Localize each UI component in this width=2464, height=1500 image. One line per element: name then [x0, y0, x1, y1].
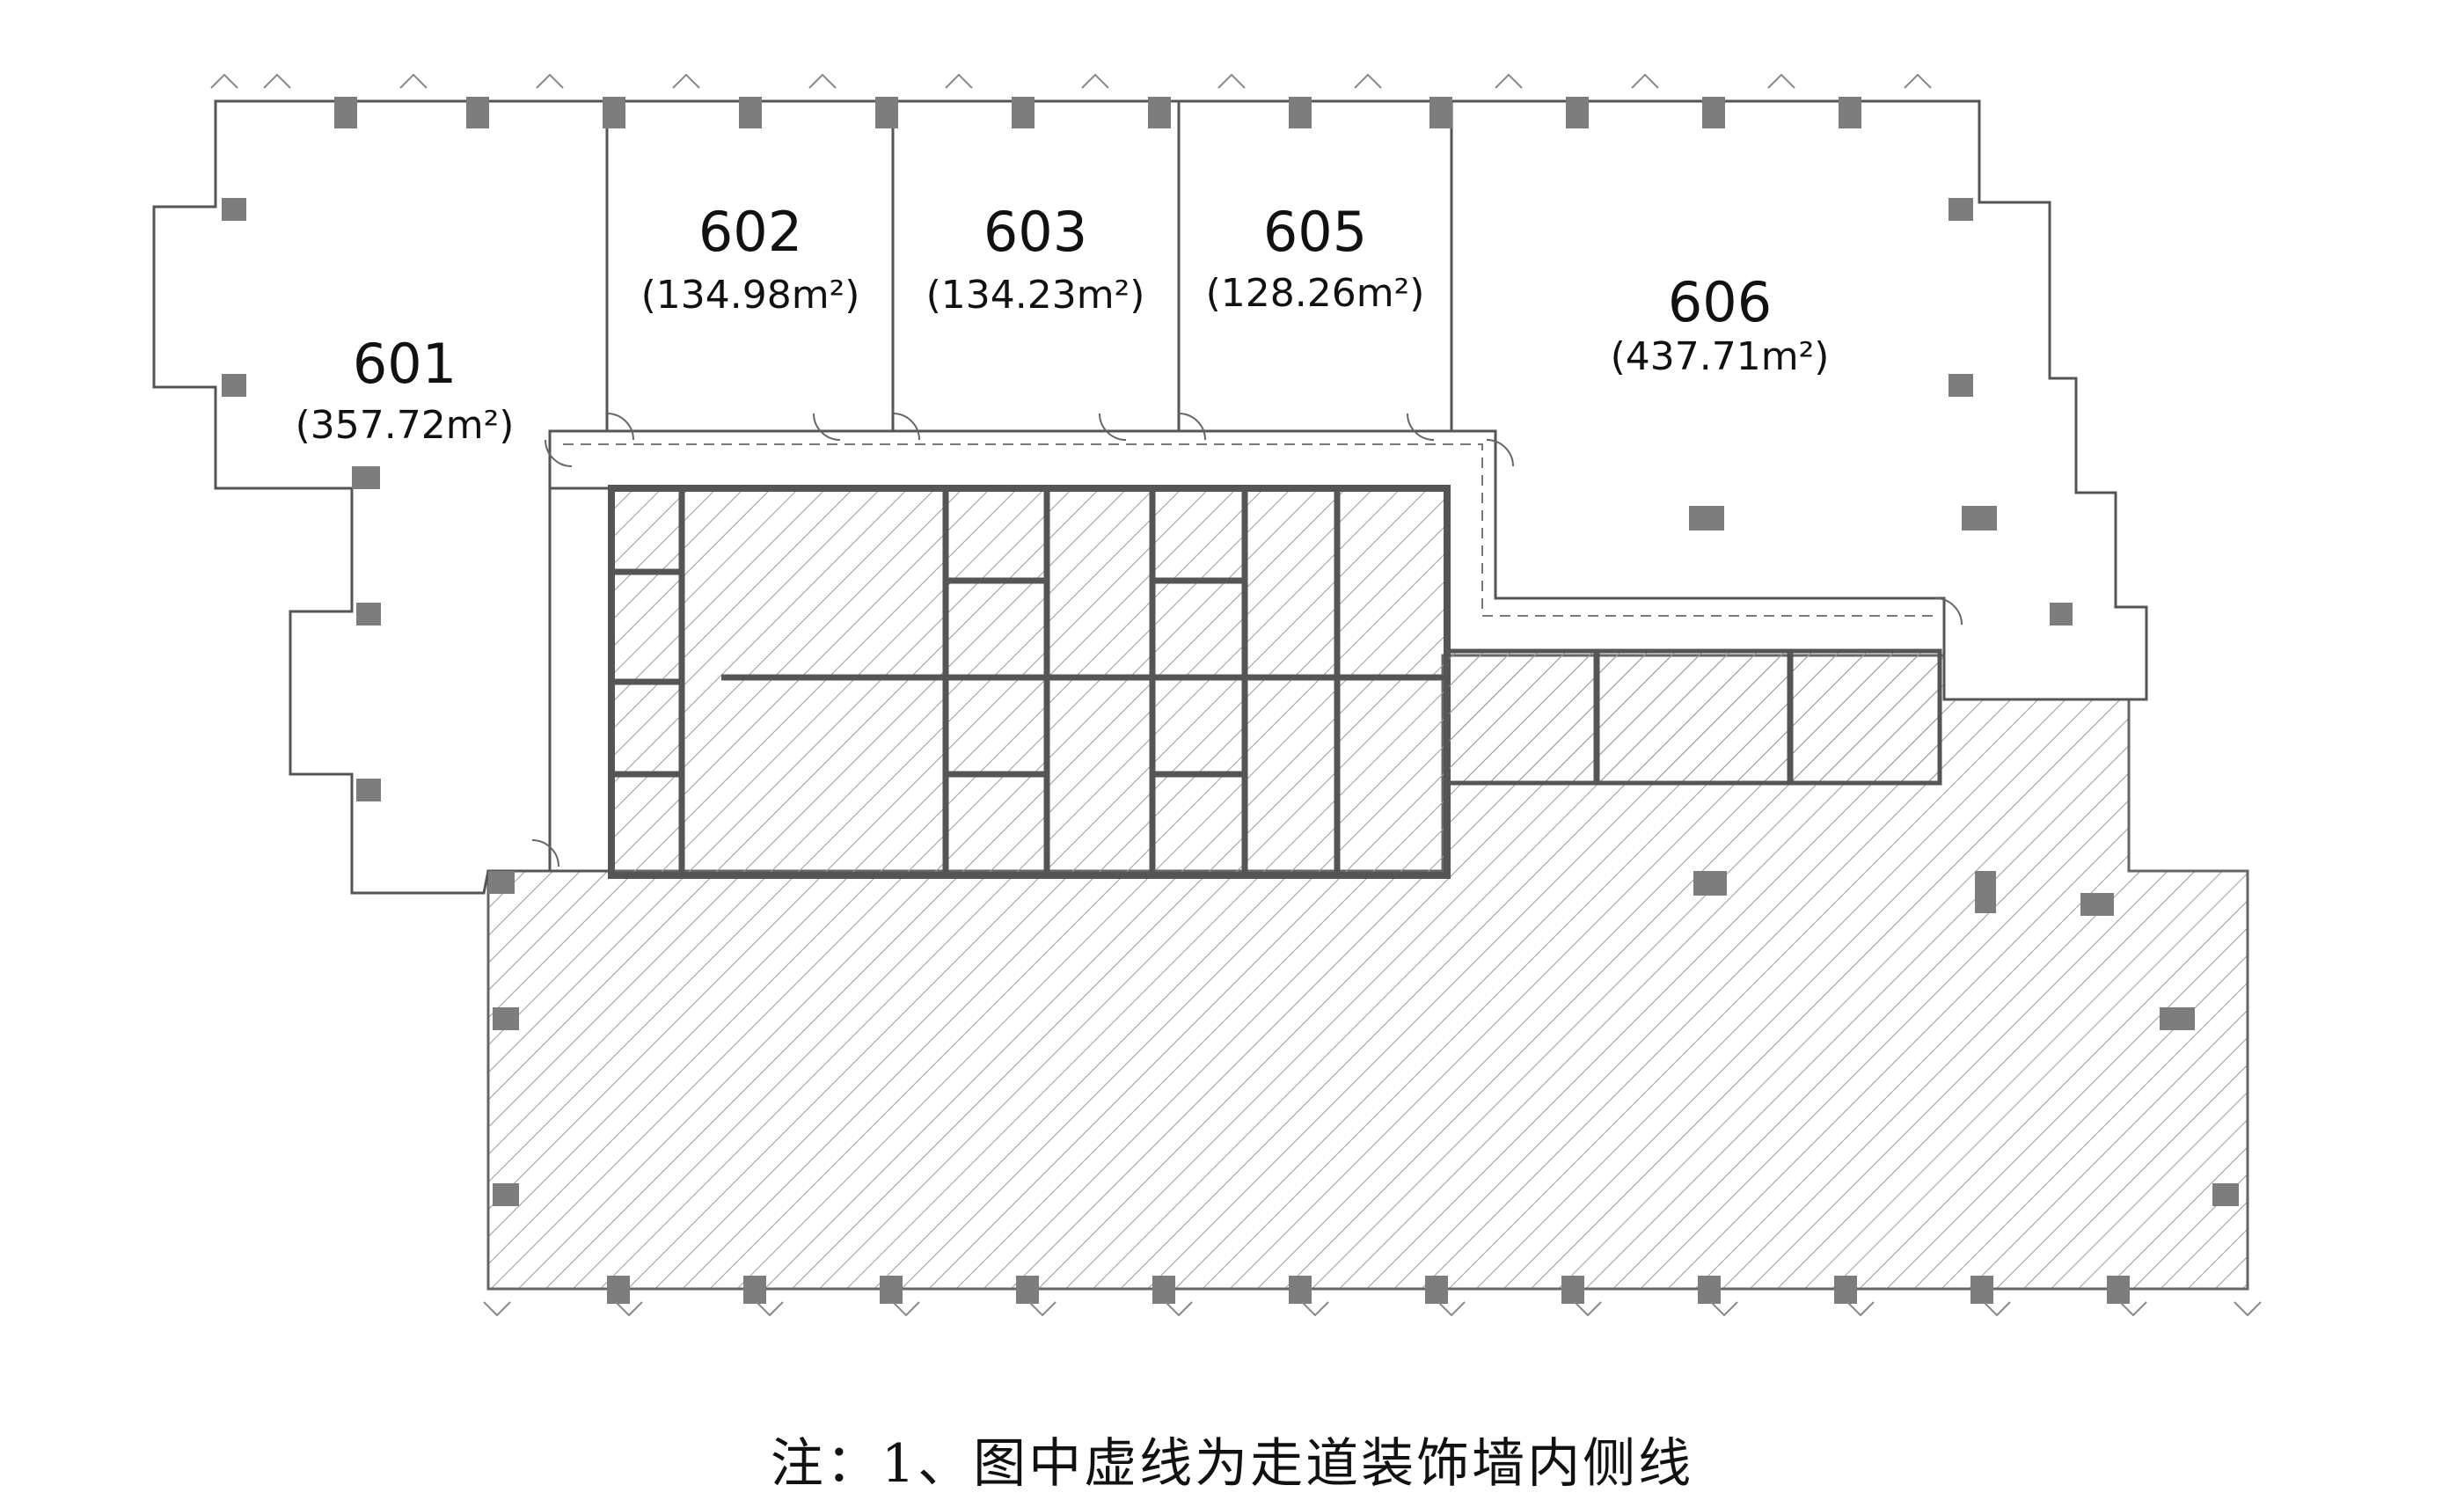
doors: [531, 413, 1963, 867]
unit-605-area: (128.26m²): [1206, 271, 1425, 316]
unit-603-number: 603: [983, 200, 1087, 264]
core-block: [608, 485, 1451, 879]
unit-601-number: 601: [353, 332, 457, 396]
unit-606-number: 606: [1668, 270, 1772, 334]
unit-605-number: 605: [1263, 200, 1367, 264]
unit-walls: [152, 99, 2148, 895]
unit-601-area: (357.72m²): [296, 403, 515, 448]
unit-603-area: (134.23m²): [926, 273, 1145, 318]
structural-columns: [222, 97, 2239, 1304]
corridor-decor-line: [563, 443, 1935, 617]
plan-note: 注：1、图中虚线为走道装饰墙内侧线: [770, 1433, 1694, 1495]
facade-fins: [210, 73, 2262, 1317]
unit-606-area: (437.71m²): [1611, 334, 1830, 379]
core-walls: [611, 488, 1794, 875]
unit-602-number: 602: [698, 200, 802, 264]
unit-602-area: (134.98m²): [641, 273, 860, 318]
core-block-east: [1444, 648, 1942, 786]
